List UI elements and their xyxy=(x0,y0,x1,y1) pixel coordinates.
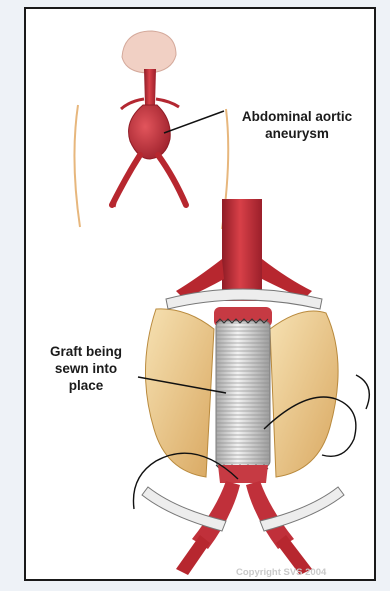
aneurysm-label: Abdominal aortic aneurysm xyxy=(222,108,372,142)
surgical-repair-figure xyxy=(133,199,369,575)
graft-label-line1: Graft being xyxy=(30,343,142,360)
illustration-frame: Abdominal aortic aneurysm Graft being se… xyxy=(24,7,376,581)
graft-label-line2: sewn into xyxy=(30,360,142,377)
graft-label: Graft being sewn into place xyxy=(30,343,142,394)
aaa-repair-illustration xyxy=(26,9,376,581)
copyright-text: Copyright SVS 2004 xyxy=(236,567,326,578)
aneurysm-pointer-line xyxy=(164,111,224,133)
aneurysm-label-line1: Abdominal aortic xyxy=(222,108,372,125)
graft-label-line3: place xyxy=(30,377,142,394)
aneurysm-bulge xyxy=(129,105,171,159)
small-aorta-figure xyxy=(74,31,228,229)
aneurysm-label-line2: aneurysm xyxy=(222,125,372,142)
